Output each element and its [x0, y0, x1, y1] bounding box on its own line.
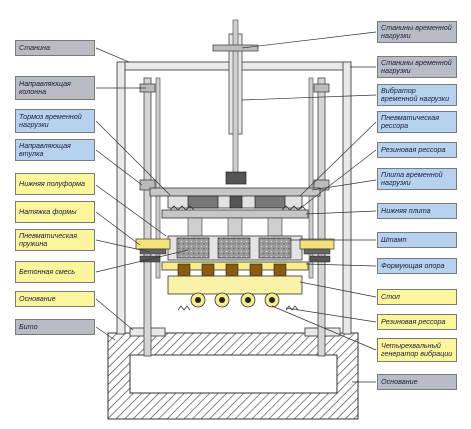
label-rubber-spring-2: Резиновая рессора — [377, 314, 457, 330]
leader-lines — [95, 31, 377, 383]
label-guide-sleeve: Направляющая втулка — [15, 139, 95, 161]
label-overload-frames: Станины временной нагрузки — [377, 21, 457, 43]
label-concrete-mix: Бетонная смесь — [15, 261, 95, 283]
label-overload-plate: Плита временной нагрузки — [377, 168, 457, 190]
label-overload-brake: Тормоз временной нагрузки — [15, 109, 95, 133]
central-rod — [212, 19, 259, 185]
label-frame: Станина — [15, 40, 95, 56]
label-rubber-spring: Резиновая рессора — [377, 142, 457, 158]
label-lower-halfmold: Нижняя полуформа — [15, 173, 95, 195]
label-overload-vibrator: Вибратор временной нагрузки — [377, 84, 457, 106]
label-stamp: Штамп — [377, 232, 457, 248]
label-mold-tension: Натяжка формы — [15, 201, 95, 223]
overload-plate — [149, 187, 321, 237]
label-base-right: Основание — [377, 374, 457, 390]
label-guide-column: Направляющая колонна — [15, 76, 95, 100]
label-vibration-gen: Четырехвальный генератор вибрации — [377, 338, 457, 362]
label-pneumatic-spring: Пневматическая пружина — [15, 229, 95, 251]
guide-columns — [139, 77, 330, 357]
label-forming-support: Формующая опора — [377, 258, 457, 274]
label-table: Стол — [377, 289, 457, 305]
label-overload-frames-2: Станины временной нагрузки — [377, 56, 457, 78]
vibration-table — [139, 255, 331, 311]
label-base-left: Основание — [15, 291, 95, 307]
label-floor: Бито — [15, 319, 95, 335]
mold-concrete — [135, 235, 335, 261]
label-bottom-plate: Нижняя плита — [377, 203, 457, 219]
foundation-pit — [107, 332, 359, 420]
label-pneumatic-spring-r: Пневматическая рессора — [377, 111, 457, 133]
